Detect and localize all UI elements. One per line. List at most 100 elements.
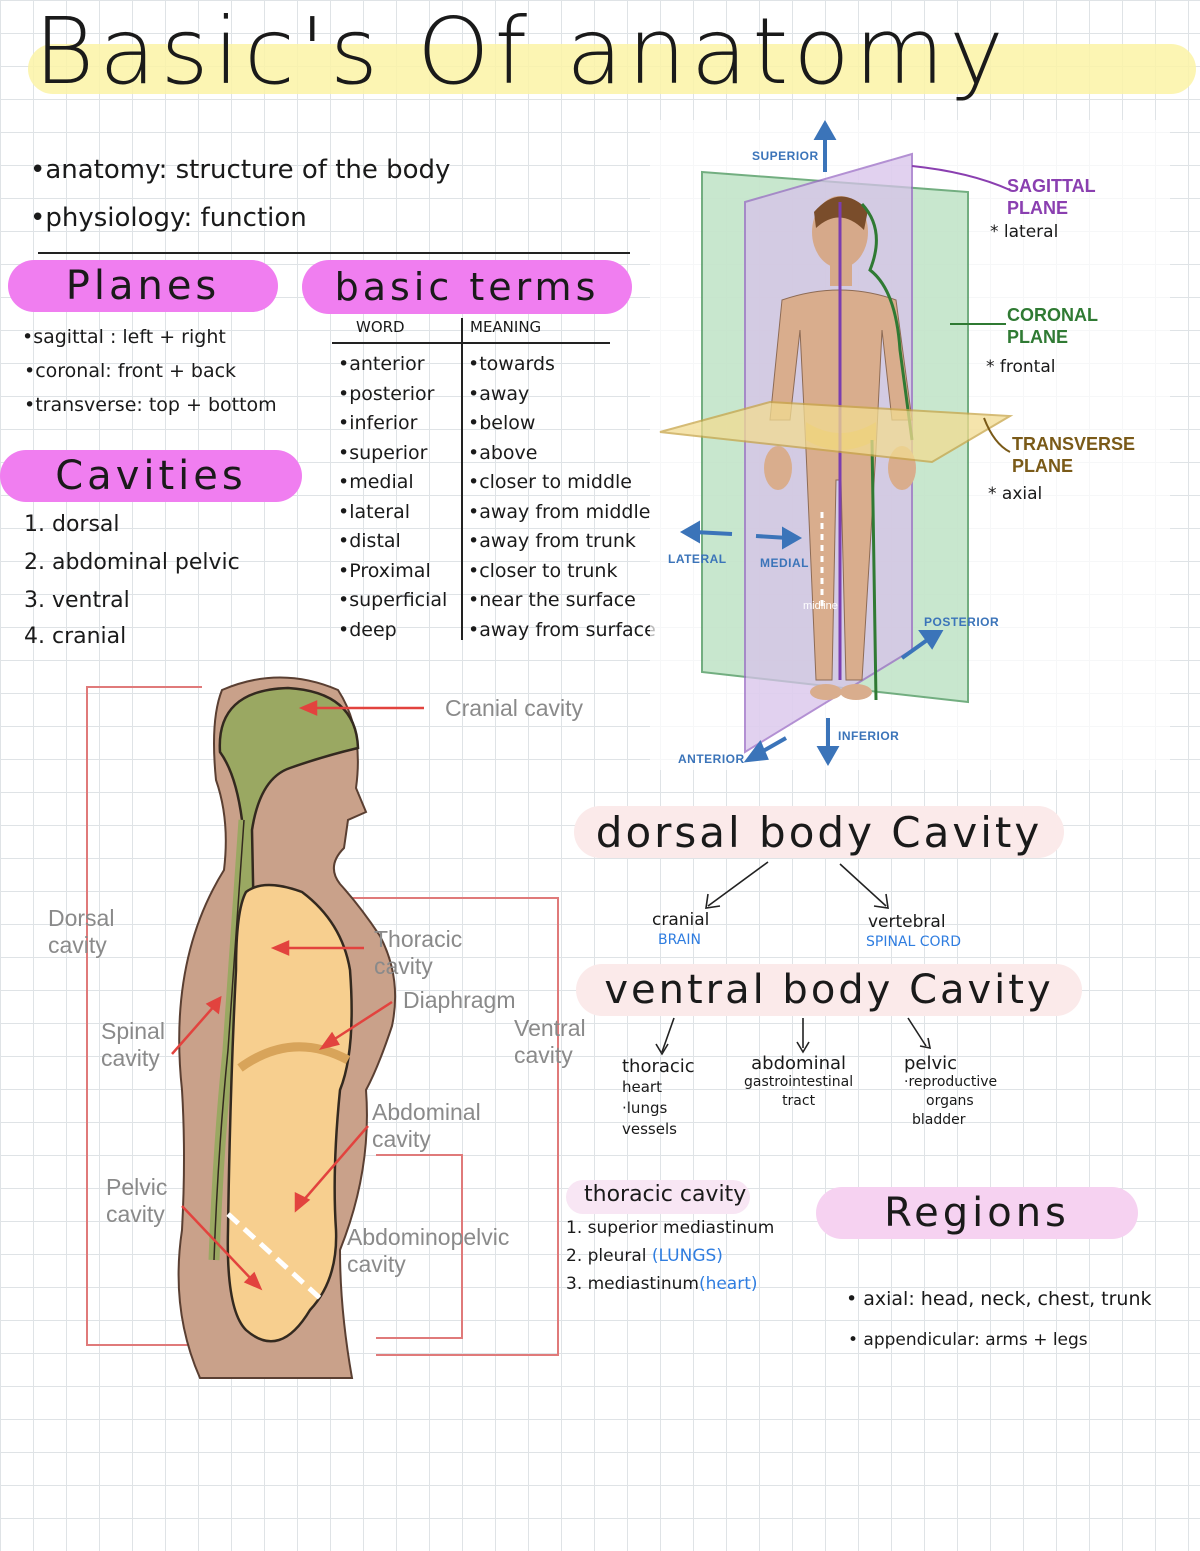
ventral-heart: heart	[622, 1078, 662, 1096]
thoracic-cavity-word: cavity	[374, 953, 433, 979]
label-diaphragm: Diaphragm	[403, 987, 516, 1013]
term-word: •posterior	[338, 382, 435, 405]
term-meaning: •below	[468, 412, 536, 434]
cavities-heading: Cavities	[55, 453, 247, 499]
label-lateral: LATERAL	[668, 552, 727, 566]
ventral-branch-arrows	[655, 1017, 932, 1056]
ventral-vessels: vessels	[622, 1120, 677, 1138]
cavity-arrows	[171, 700, 424, 1291]
label-pelvic-cavity: Pelvic cavity	[106, 1174, 167, 1228]
term-meaning: •closer to trunk	[468, 559, 618, 582]
term-meaning: •towards	[468, 353, 555, 375]
thoracic-word: Thoracic	[374, 926, 463, 952]
dorsal-spinal-cord: SPINAL CORD	[866, 934, 962, 950]
col-meaning-header: MEANING	[470, 318, 542, 336]
coronal-cut-line	[860, 202, 914, 701]
coronal-plane-word: PLANE	[1007, 327, 1069, 347]
table-column-rule	[461, 318, 463, 640]
ventral-tract: tract	[782, 1093, 816, 1109]
transverse-plane	[659, 400, 1014, 464]
term-meaning: •closer to middle	[468, 471, 632, 493]
intro-physiology: •physiology: function	[30, 203, 307, 233]
cavities-heading-pill: Cavities	[0, 450, 302, 502]
thoracic-item-3: 3. mediastinum(heart)	[566, 1274, 758, 1294]
dorsal-body-heading: dorsal body Cavity	[595, 807, 1043, 857]
ventral-abdominal-group: abdominal gastrointestinal tract	[744, 1054, 853, 1111]
ventral-gastrointestinal: gastrointestinal	[744, 1074, 854, 1090]
label-ventral-cavity: Ventral cavity	[514, 1015, 586, 1069]
terms-meaning-column: •towards •away •below •above •closer to …	[468, 350, 656, 645]
regions-heading-pill: Regions	[816, 1187, 1138, 1239]
ventral-cavity-shape	[226, 883, 353, 1343]
transverse-name: TRANSVERSE	[1012, 434, 1136, 454]
title-highlight	[28, 44, 1196, 94]
sagittal-name: SAGITTAL	[1007, 176, 1096, 196]
terms-word-column: •anterior •posterior •inferior •superior…	[338, 350, 447, 645]
label-medial: MEDIAL	[760, 556, 809, 570]
label-abdominopelvic-cavity: Abdominopelvic cavity	[347, 1224, 509, 1278]
pelvic-cavity-word: cavity	[106, 1201, 165, 1227]
dorsal-word: Dorsal	[48, 905, 115, 931]
ventral-bladder: bladder	[912, 1112, 966, 1128]
term-word: •medial	[338, 471, 414, 493]
term-word: •lateral	[338, 500, 411, 523]
label-superior: SUPERIOR	[752, 149, 819, 163]
term-meaning: •above	[468, 441, 538, 464]
ventral-word: Ventral	[514, 1015, 586, 1041]
regions-item-axial: • axial: head, neck, chest, trunk	[846, 1288, 1152, 1310]
transverse-note: * axial	[988, 484, 1043, 504]
direction-arrows	[679, 120, 944, 767]
label-spinal-cavity: Spinal cavity	[101, 1018, 165, 1072]
ventral-abdominal: abdominal	[751, 1053, 847, 1074]
thoracic-item-3-text: 3. mediastinum	[566, 1274, 699, 1294]
dorsal-vertebral: vertebral	[868, 912, 946, 932]
sagittal-plane-word: PLANE	[1007, 198, 1069, 218]
page-title: Basic's Of anatomy	[34, 0, 1009, 105]
transverse-plane-label: TRANSVERSE PLANE	[1012, 433, 1135, 477]
divider	[38, 252, 630, 254]
table-header-rule	[332, 342, 610, 344]
dorsal-branch-arrows	[705, 861, 889, 909]
pelvic-word: Pelvic	[106, 1174, 168, 1200]
thoracic-item-3-note: (heart)	[698, 1274, 758, 1294]
term-meaning: •away from trunk	[468, 530, 636, 552]
term-word: •superior	[338, 441, 428, 464]
term-word: •distal	[338, 530, 401, 552]
planes-item-sagittal: •sagittal : left + right	[22, 326, 226, 348]
label-abdominal-cavity: Abdominal cavity	[372, 1099, 481, 1153]
term-word: •inferior	[338, 412, 418, 434]
regions-item-appendicular: • appendicular: arms + legs	[848, 1330, 1088, 1350]
ventral-reproductive: ·reproductive	[904, 1074, 998, 1090]
ventral-cavity-word: cavity	[514, 1042, 573, 1068]
thoracic-cavity-highlight	[566, 1180, 750, 1214]
ventral-thoracic-group: thoracic heart ·lungs vessels	[622, 1056, 695, 1140]
ventral-body-heading-pill: ventral body Cavity	[576, 964, 1082, 1016]
cavity-brackets	[86, 686, 559, 1356]
transverse-plane-word: PLANE	[1012, 456, 1074, 476]
term-word: •superficial	[338, 589, 448, 611]
term-meaning: •near the surface	[468, 589, 636, 611]
body-planes-figure	[650, 120, 1170, 770]
term-meaning: •away	[468, 382, 530, 405]
cavities-item-ventral: 3. ventral	[24, 588, 130, 613]
term-meaning: •away from surface	[468, 618, 656, 641]
abdominal-word: Abdominal	[372, 1099, 481, 1125]
planes-item-coronal: •coronal: front + back	[24, 360, 237, 382]
term-meaning: •away from middle	[468, 500, 651, 523]
abdominopelvic-cavity-word: cavity	[347, 1251, 406, 1277]
label-posterior: POSTERIOR	[924, 615, 1000, 629]
ventral-lungs: ·lungs	[622, 1099, 668, 1117]
dorsal-cranial: cranial	[652, 910, 710, 930]
body-cavities-figure	[86, 676, 559, 1379]
ventral-pelvic-group: pelvic ·reproductive organs bladder	[904, 1054, 997, 1130]
term-word: •deep	[338, 618, 397, 641]
thoracic-item-2-note: (LUNGS)	[651, 1246, 723, 1266]
col-word-header: WORD	[356, 318, 405, 336]
regions-heading: Regions	[884, 1190, 1070, 1236]
ventral-organs: organs	[926, 1093, 974, 1109]
ventral-thoracic: thoracic	[622, 1056, 695, 1077]
label-cranial-cavity: Cranial cavity	[445, 695, 584, 721]
sagittal-plane-label: SAGITTAL PLANE	[1007, 175, 1096, 219]
abdominopelvic-word: Abdominopelvic	[347, 1224, 510, 1250]
label-midline: midline	[803, 600, 838, 612]
